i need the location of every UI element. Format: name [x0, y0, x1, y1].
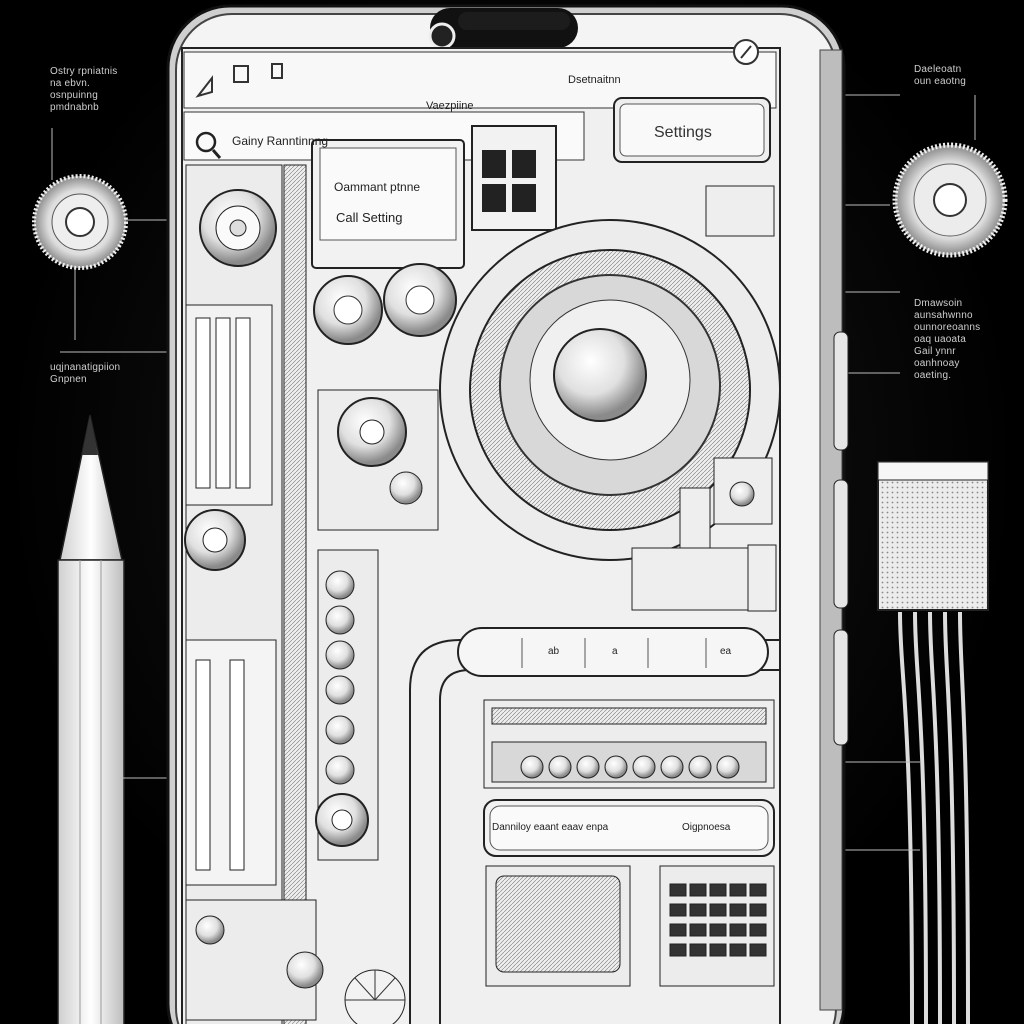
middle-mechanism: [315, 389, 439, 861]
main-dial: [439, 219, 781, 561]
annotation-line: oaeting.: [914, 370, 952, 381]
annotation-line: oaq uaoata: [914, 334, 967, 345]
grid-app-shape: [471, 125, 557, 231]
annotation-line: Ostry rpniatnis: [50, 66, 118, 77]
pill-item[interactable]: a: [612, 646, 618, 657]
search-input[interactable]: Gainy Ranntinnng: [232, 134, 329, 148]
annotation-top-left: Ostry rpniatnis na ebvn. osnpuinng pmdna…: [50, 66, 117, 114]
left-gear-disc: [32, 174, 128, 270]
annotation-mid-left: uqjnanatigpiion Gnpnen: [50, 362, 120, 386]
pencil-illustration: [57, 414, 125, 1024]
info-bar-action[interactable]: Oigpnoesa: [682, 822, 731, 833]
annotation-line: osnpuinng: [50, 90, 98, 101]
bottom-widgets: [344, 865, 775, 1024]
bottom-info-bar-shape: [483, 799, 775, 857]
annotation-line: oun eaotng: [914, 76, 967, 87]
call-setting-card-shape: [311, 139, 465, 269]
annotation-line: pmdnabnb: [50, 102, 99, 113]
annotation-line: aunsahwnno: [914, 310, 973, 321]
settings-button-shape: [613, 97, 771, 163]
annotation-line: uqjnanatigpiion: [50, 362, 121, 373]
right-gear-disc: [892, 142, 1008, 258]
left-circuit-column: [184, 164, 324, 1024]
annotation-line: Gail ynnr: [914, 346, 956, 357]
call-setting-option[interactable]: Call Setting: [336, 210, 403, 225]
speaker-pair: [313, 263, 457, 345]
settings-button[interactable]: Settings: [654, 124, 712, 141]
pill-item[interactable]: ea: [720, 646, 732, 657]
pill-bar-shape: [457, 627, 769, 677]
header-subtitle: Dsetnaitnn: [568, 74, 621, 86]
annotation-line: oanhnoay: [914, 358, 960, 369]
info-bar-text: Danniloy eaant eaav enpa: [492, 822, 609, 833]
annotation-line: ounnoreoanns: [914, 322, 981, 333]
card-title: Oammant ptnne: [334, 180, 421, 194]
annotation-top-right: Daeleoatn oun eaotng: [914, 64, 966, 88]
vent-strip: [483, 699, 775, 789]
annotation-mid-right: Dmawsoin aunsahwnno ounnoreoanns oaq uao…: [914, 298, 980, 382]
pill-item[interactable]: ab: [548, 646, 560, 657]
annotation-line: na ebvn.: [50, 78, 90, 89]
right-modules: [631, 185, 777, 612]
ribbon-connector: [877, 461, 989, 1024]
header-title: Vaezpiine: [426, 100, 474, 112]
annotation-line: Daeleoatn: [914, 64, 962, 75]
annotation-line: Dmawsoin: [914, 298, 963, 309]
annotation-line: Gnpnen: [50, 374, 87, 385]
